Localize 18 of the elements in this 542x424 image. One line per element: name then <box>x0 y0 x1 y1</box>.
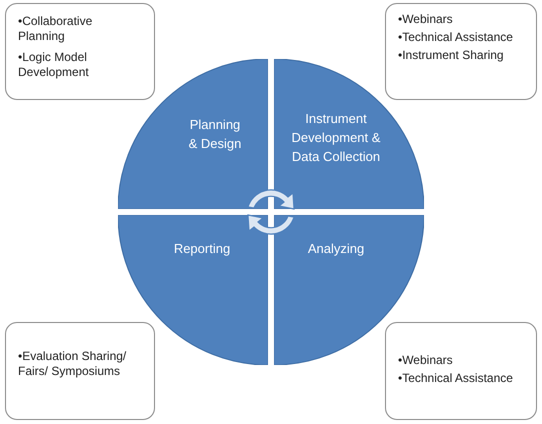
bullet-item: •Evaluation Sharing/ Fairs/ Symposiums <box>18 349 128 379</box>
quadrant-segment <box>118 59 268 209</box>
bullet-item: •Collaborative Planning <box>18 14 94 44</box>
bullet-item: •Logic Model Development <box>18 50 90 80</box>
bullet-item: •Technical Assistance <box>398 371 514 386</box>
bullet-item: •Webinars <box>398 353 454 368</box>
bullet-list-box <box>385 322 537 420</box>
bullet-item: •Instrument Sharing <box>398 48 505 63</box>
stage-label: Analyzing <box>306 240 366 258</box>
bullet-list-box <box>5 322 155 420</box>
stage-label: Planning & Design <box>188 116 242 153</box>
quadrant-segment <box>274 59 424 209</box>
bullet-item: •Technical Assistance <box>398 30 514 45</box>
stage-label: Reporting <box>172 240 232 258</box>
bullet-list-box <box>5 3 155 100</box>
bullet-item: •Webinars <box>398 12 454 27</box>
bullet-list-box <box>385 3 537 100</box>
stage-label: Instrument Development & Data Collection <box>290 110 382 166</box>
